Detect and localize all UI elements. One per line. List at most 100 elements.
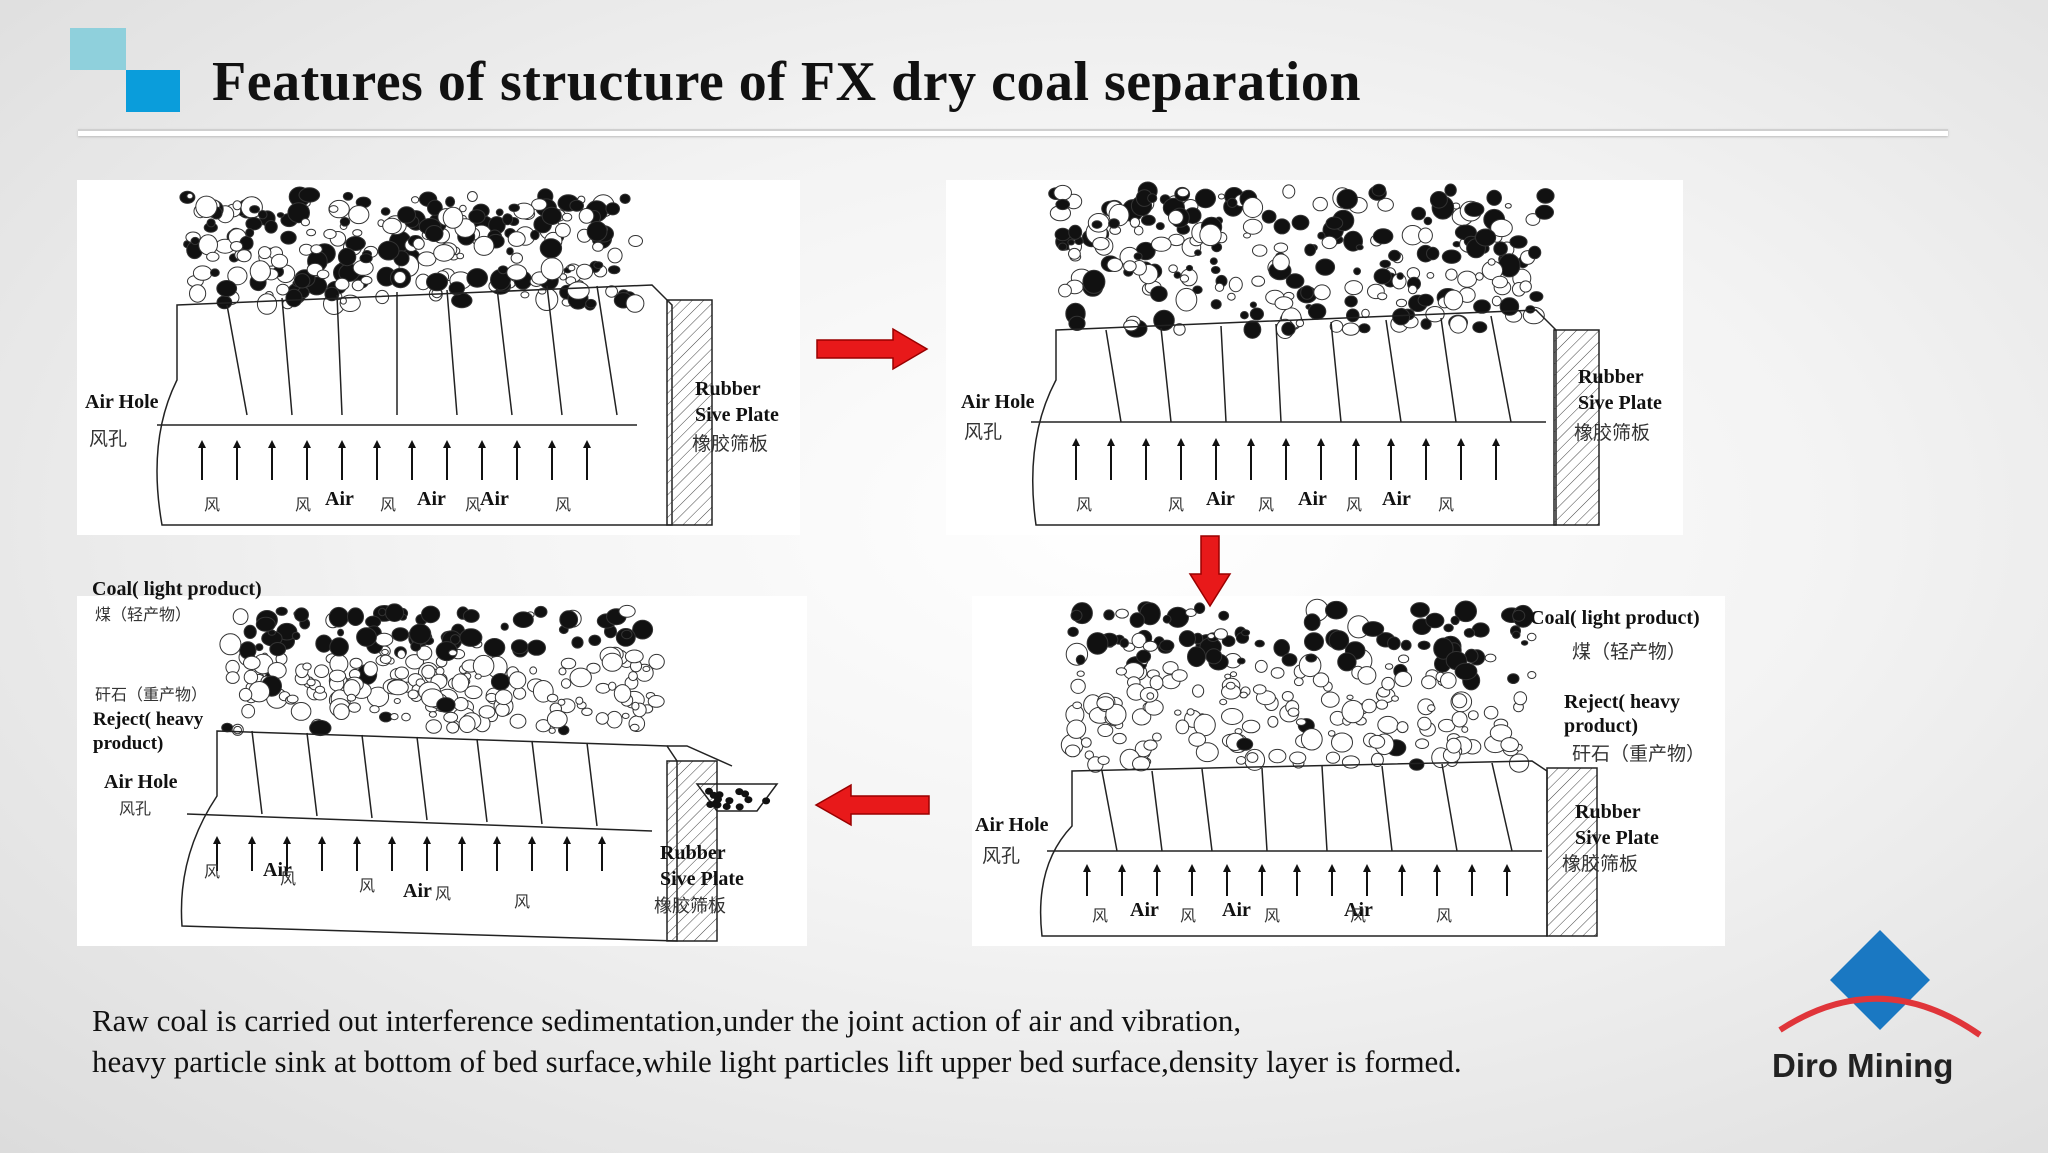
coal-particle (1475, 228, 1497, 247)
title-divider (78, 129, 1948, 136)
rock-particle (433, 244, 455, 262)
rock-particle (1076, 670, 1085, 677)
rock-particle (1490, 218, 1513, 238)
coal-particle (1068, 315, 1086, 331)
wind-cn-2-2: 风 (1168, 495, 1184, 514)
coal-particle (1240, 311, 1249, 320)
rock-particle (1174, 709, 1182, 716)
air-flow-arrowhead (493, 836, 501, 844)
rock-particle (618, 604, 636, 618)
rock-particle (478, 705, 496, 719)
rock-particle (396, 649, 406, 660)
rock-particle (349, 657, 363, 669)
coal-particle (1082, 269, 1106, 294)
coal-particle (1509, 235, 1528, 249)
coal-particle (1067, 239, 1075, 246)
coal-particle (245, 228, 255, 238)
decorative-square-dark (126, 70, 180, 112)
air-arrows-1 (198, 440, 591, 480)
rock-particle (352, 229, 363, 237)
rock-particle (560, 657, 577, 670)
rock-particle (1457, 270, 1477, 288)
rock-particle (232, 608, 249, 626)
rock-particle (1327, 730, 1336, 737)
rock-particle (592, 241, 604, 252)
rock-particle (1272, 253, 1290, 272)
reject-label-4-line1: Reject( heavy (93, 709, 204, 730)
coal-particle (1353, 267, 1362, 276)
coal-particle (1237, 657, 1246, 665)
rock-particle (1407, 284, 1418, 295)
air-label-3-1: Air (1130, 899, 1159, 921)
air-hole-label: Air Hole (85, 391, 159, 413)
particle-bed-1 (179, 186, 645, 316)
coal-particle (1155, 222, 1165, 231)
rock-particle (328, 205, 339, 213)
coal-particle (1067, 626, 1079, 638)
air-flow-arrowhead (1282, 438, 1290, 446)
rock-particle (1186, 708, 1195, 716)
rock-particle (1281, 691, 1294, 702)
coal-particle (1423, 216, 1433, 226)
coal-particle (424, 225, 444, 242)
rock-particle (1357, 666, 1377, 685)
rock-particle (1235, 756, 1247, 765)
air-flow-arrowhead (283, 836, 291, 844)
rock-particle (1325, 751, 1341, 764)
coal-particle (287, 202, 310, 224)
rock-particle (648, 653, 665, 670)
coal-particle (1420, 318, 1432, 330)
coal-particle (1317, 231, 1326, 240)
coal-particle (1325, 600, 1348, 620)
wind-cn-5: 风 (555, 495, 571, 514)
coal-cn-label-4: 煤（轻产物） (95, 605, 191, 624)
coal-particle (1159, 639, 1175, 652)
coal-particle (539, 238, 563, 259)
diro-mining-logo: Diro Mining (1772, 930, 1982, 1084)
coal-particle (285, 288, 303, 308)
rock-particle (459, 204, 467, 213)
rock-particle (1312, 196, 1328, 212)
rock-particle (1146, 692, 1155, 700)
wind-cn-3-2: 风 (1180, 906, 1196, 925)
rock-particle (647, 695, 665, 708)
coal-particle (1249, 301, 1257, 309)
air-hole-label-2: Air Hole (961, 391, 1035, 413)
rock-particle (1072, 701, 1083, 710)
air-label-3-3: Air (1344, 899, 1373, 921)
rock-particle (363, 661, 378, 677)
rock-particle (1242, 218, 1263, 235)
rock-particle (1321, 235, 1338, 250)
coal-particle (1194, 249, 1202, 256)
reject-particle (713, 801, 722, 809)
coal-particle (1528, 245, 1542, 260)
rock-particle (1070, 678, 1086, 694)
wind-cn-4-1: 风 (204, 862, 220, 881)
air-flow-arrowhead (583, 440, 591, 448)
coal-particle (527, 639, 546, 656)
air-flow-arrowhead (458, 836, 466, 844)
coal-particle (621, 629, 633, 640)
coal-particle (451, 292, 473, 309)
coal-particle (1358, 323, 1371, 334)
coal-particle (1463, 628, 1475, 638)
coal-particle (1194, 602, 1206, 614)
diagram-2-svg: Air Hole 风孔 Rubber Sive Plate 橡胶筛板 Air A… (961, 181, 1662, 526)
rock-particle (1346, 694, 1354, 701)
coal-particle (588, 634, 602, 646)
rubber-label: Rubber (695, 378, 761, 400)
rock-particle (558, 667, 567, 676)
rock-particle (417, 251, 437, 267)
rock-particle (628, 235, 643, 247)
coal-particle (1417, 293, 1434, 307)
rock-particle (1173, 323, 1186, 336)
rock-particle (1241, 719, 1261, 734)
coal-particle (1281, 321, 1296, 336)
coal-particle (269, 642, 287, 657)
rock-particle (1391, 695, 1399, 702)
sive-plate-label-2: Sive Plate (1578, 392, 1662, 414)
coal-particle (605, 202, 621, 216)
air-flow-arrowhead (1387, 438, 1395, 446)
air-flow-arrowhead (1433, 864, 1441, 872)
coal-particle (324, 286, 340, 302)
